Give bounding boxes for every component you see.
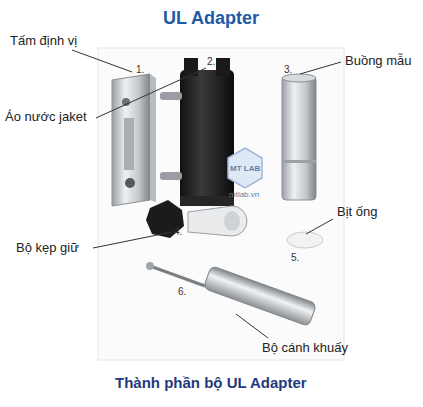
leader-lines	[72, 50, 341, 338]
callout-number: 6.	[178, 286, 186, 298]
stirrer	[146, 262, 317, 326]
callout-number: 1.	[136, 64, 144, 76]
part-name: Bịt ống	[337, 205, 377, 220]
photo-ground	[98, 48, 344, 360]
part-name: Bộ kẹp giữ	[16, 241, 79, 256]
sample-chamber	[282, 74, 316, 200]
clamp	[146, 200, 247, 238]
callout-number: 2.	[207, 56, 215, 68]
part-name: Buồng mẫu	[345, 54, 412, 69]
diagram-caption: Thành phần bộ UL Adapter	[115, 374, 307, 391]
diagram-title: UL Adapter	[163, 8, 259, 29]
tube-cap	[287, 232, 323, 248]
watermark-logo	[228, 148, 262, 188]
callout-number: 4.	[174, 226, 182, 238]
part-name: Tấm định vị	[10, 34, 77, 49]
part-name: Áo nước jaket	[5, 110, 87, 125]
callout-number: 5.	[291, 252, 299, 264]
watermark: mtlab.vn	[229, 190, 259, 199]
callout-number: 3.	[284, 64, 292, 76]
water-jacket	[160, 58, 234, 206]
part-name: Bộ cánh khuấy	[262, 341, 348, 356]
watermark: MT LAB	[230, 164, 260, 173]
